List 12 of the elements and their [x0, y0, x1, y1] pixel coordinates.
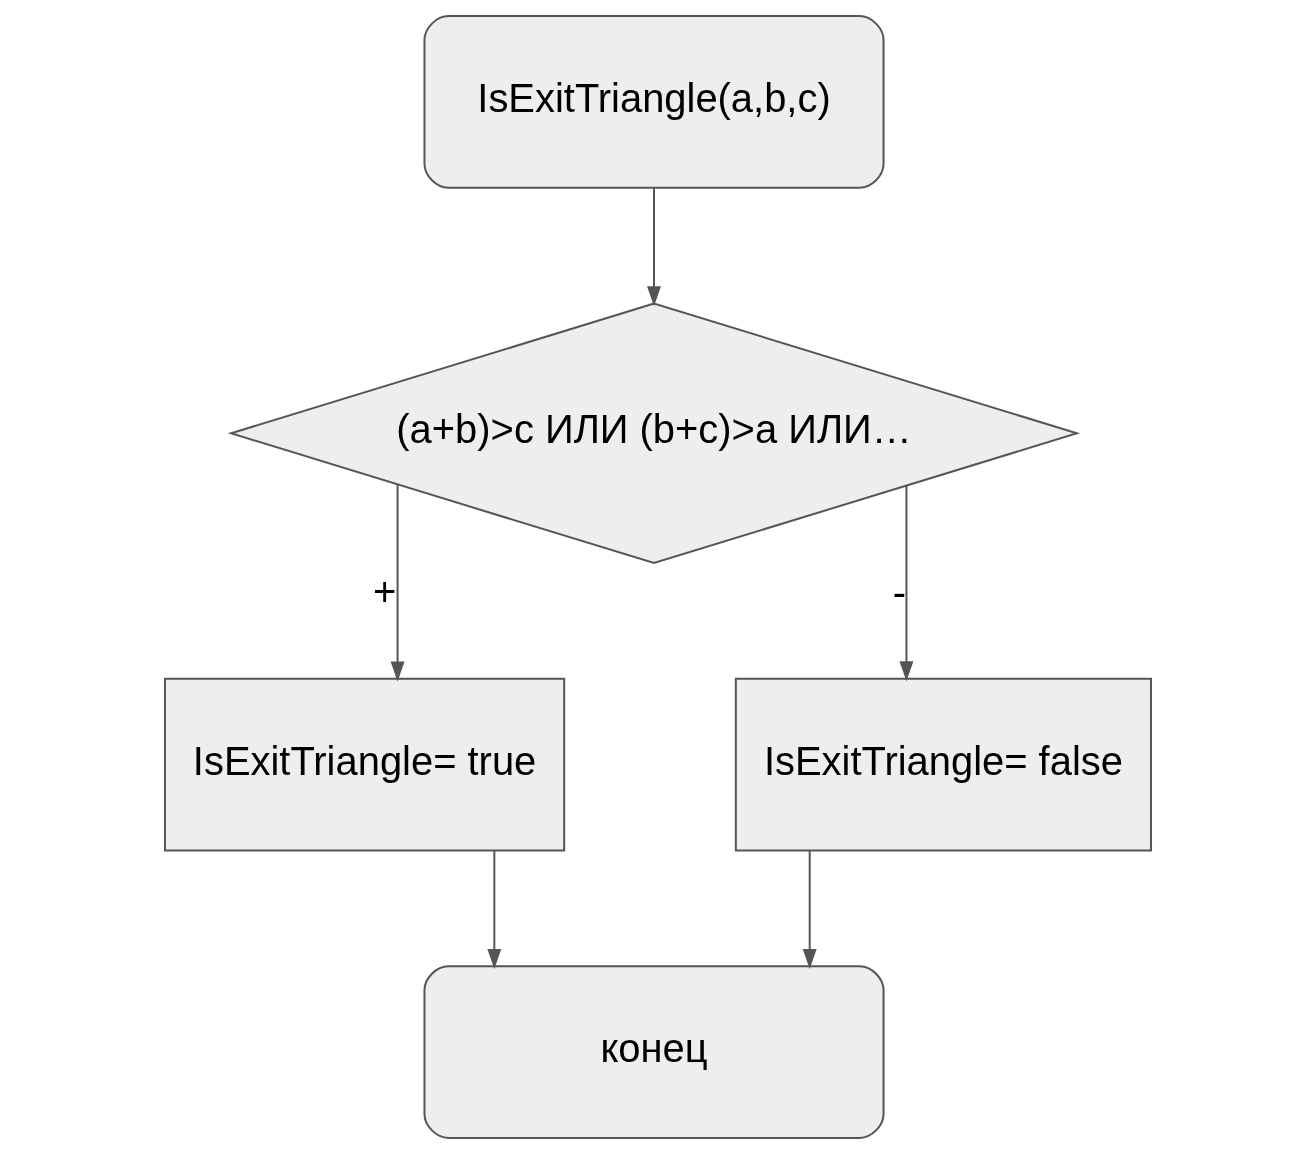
arrow [646, 187, 661, 307]
node-box: IsExitTriangle= true [163, 677, 565, 852]
arrow [486, 849, 501, 969]
node-box: IsExitTriangle= false [734, 677, 1152, 852]
node-diamond: (a+b)>c ИЛИ (b+c)>a ИЛИ… [227, 302, 1080, 565]
arrow [898, 484, 913, 682]
edge-label: - [892, 569, 906, 614]
node-box: конец [422, 965, 885, 1139]
arrow [802, 849, 817, 969]
arrow [390, 484, 405, 682]
node-box: IsExitTriangle(a,b,c) [422, 15, 885, 189]
edge-label: + [372, 569, 396, 614]
